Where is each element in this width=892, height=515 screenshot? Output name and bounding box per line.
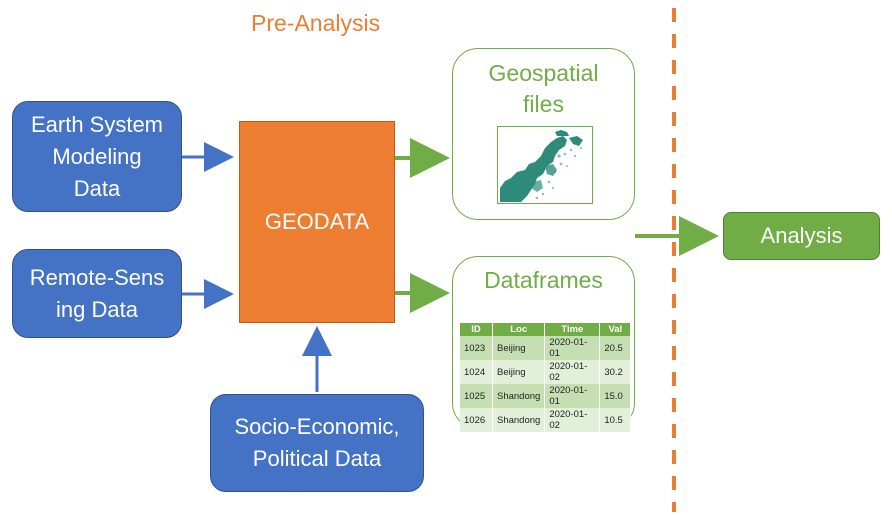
geospatial-files-card: Geospatial files bbox=[452, 48, 635, 220]
analysis-box: Analysis bbox=[723, 212, 880, 260]
map-thumbnail-icon bbox=[497, 126, 593, 204]
remote-sensing-data-box: Remote-Sens ing Data bbox=[12, 249, 182, 338]
table-cell: Shandong bbox=[492, 408, 546, 432]
column-header-time: Time bbox=[544, 323, 601, 336]
table-cell: 2020-01-01 bbox=[544, 336, 601, 360]
table-row: 1023 Beijing 2020-01-01 20.5 bbox=[460, 336, 632, 360]
table-cell: 20.5 bbox=[599, 336, 632, 360]
table-header-row: ID Loc Time Val bbox=[460, 323, 632, 336]
column-header-loc: Loc bbox=[492, 323, 546, 336]
dataframe-table: ID Loc Time Val 1023 Beijing 2020-01-01 … bbox=[460, 323, 632, 432]
earth-system-line-2: Modeling bbox=[52, 143, 142, 169]
table-cell: Beijing bbox=[492, 360, 546, 384]
table-row: 1026 Shandong 2020-01-02 10.5 bbox=[460, 408, 632, 432]
remote-sensing-line-2: ing Data bbox=[56, 296, 138, 322]
socio-economic-data-box: Socio-Economic, Political Data bbox=[210, 394, 424, 492]
socio-economic-line-2: Political Data bbox=[252, 446, 382, 471]
table-row: 1024 Beijing 2020-01-02 30.2 bbox=[460, 360, 632, 384]
table-cell: 15.0 bbox=[599, 384, 632, 408]
column-header-val: Val bbox=[599, 323, 632, 336]
table-cell: 1026 bbox=[460, 408, 493, 432]
geodata-label: GEODATA bbox=[264, 209, 370, 234]
table-cell: 10.5 bbox=[599, 408, 632, 432]
table-cell: 1024 bbox=[460, 360, 493, 384]
table-cell: 1025 bbox=[460, 384, 493, 408]
socio-economic-line-1: Socio-Economic, bbox=[234, 414, 400, 439]
analysis-label: Analysis bbox=[760, 223, 843, 248]
phase-title: Pre-Analysis bbox=[251, 10, 381, 36]
dataframes-card: Dataframes ID Loc Time Val 1023 Beijing … bbox=[452, 256, 635, 432]
table-cell: Beijing bbox=[492, 336, 546, 360]
dataframes-title: Dataframes bbox=[484, 267, 603, 293]
table-cell: 2020-01-02 bbox=[544, 360, 601, 384]
remote-sensing-line-1: Remote-Sens bbox=[29, 264, 165, 290]
geospatial-title-line-2: files bbox=[523, 91, 564, 117]
table-cell: 2020-01-01 bbox=[544, 384, 601, 408]
table-cell: 2020-01-02 bbox=[544, 408, 601, 432]
table-cell: 30.2 bbox=[599, 360, 632, 384]
earth-system-line-3: Data bbox=[73, 175, 121, 201]
earth-system-line-1: Earth System bbox=[30, 111, 164, 137]
geospatial-title-line-1: Geospatial bbox=[488, 60, 599, 86]
column-header-id: ID bbox=[460, 323, 493, 336]
table-cell: Shandong bbox=[492, 384, 546, 408]
table-row: 1025 Shandong 2020-01-01 15.0 bbox=[460, 384, 632, 408]
earth-system-data-box: Earth System Modeling Data bbox=[12, 101, 182, 212]
table-cell: 1023 bbox=[460, 336, 493, 360]
geodata-box: GEODATA bbox=[239, 121, 395, 323]
